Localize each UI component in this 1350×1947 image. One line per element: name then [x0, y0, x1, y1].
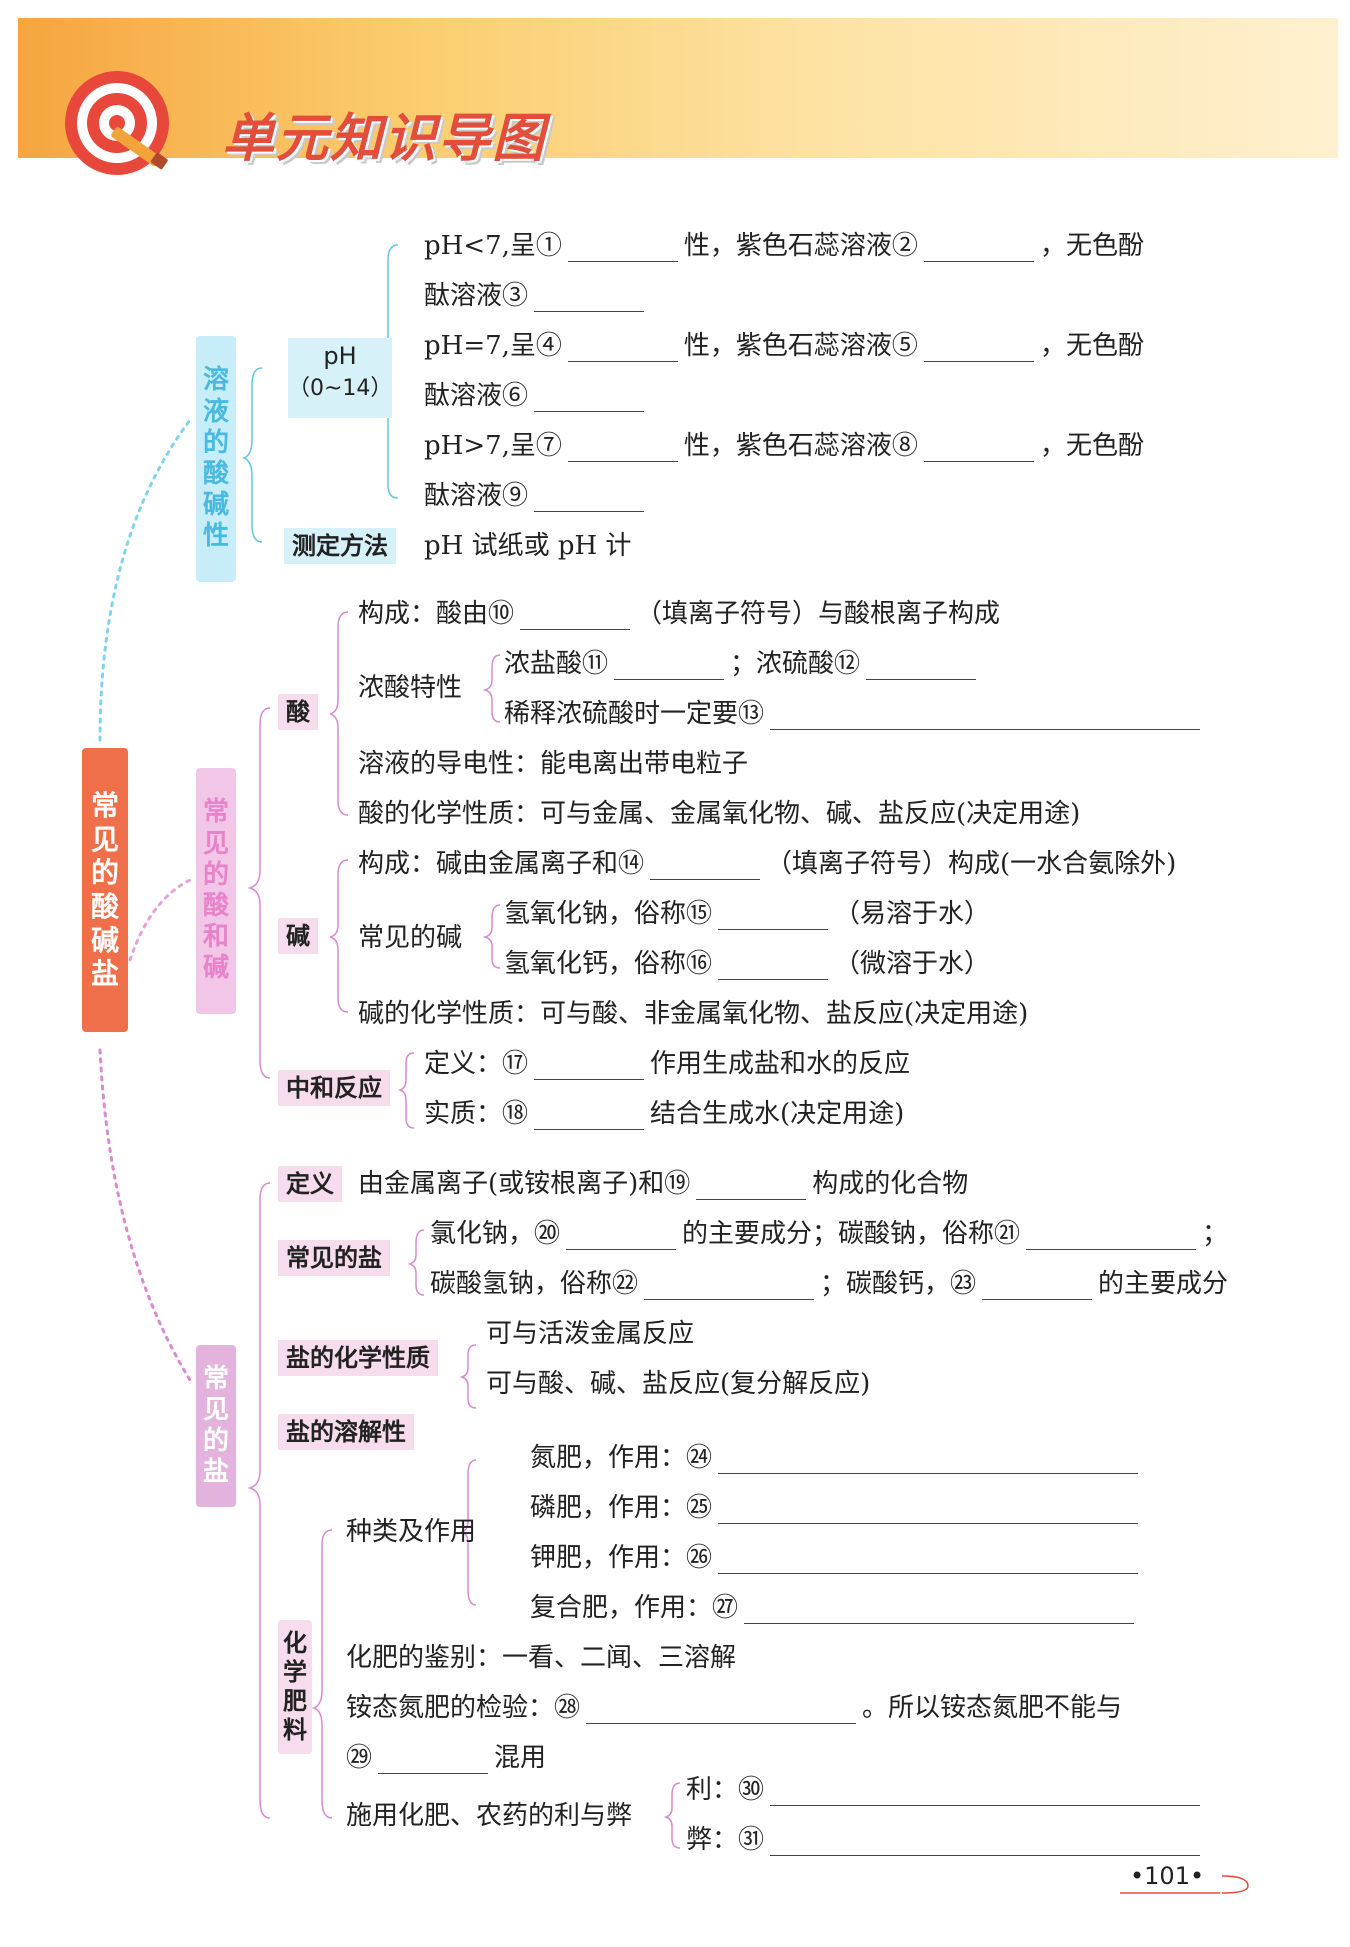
acidity-section-box: 溶液的酸碱性: [196, 336, 236, 582]
acid-label: 酸: [278, 694, 318, 730]
pros-cons-label: 施用化肥、农药的利与弊: [346, 1801, 633, 1831]
ph-label-box: pH （0~14）: [288, 338, 392, 418]
salt-definition-label: 定义: [278, 1166, 342, 1202]
ph-neutral-line2: 酞溶液⑥: [424, 380, 650, 412]
conc-acid-label: 浓酸特性: [358, 673, 463, 703]
base-chemprop: 碱的化学性质：可与酸、非金属氧化物、盐反应(决定用途): [358, 999, 1029, 1029]
fertilizer-types-label: 种类及作用: [346, 1517, 477, 1547]
base-composition: 构成：碱由金属离子和⑭（填离子符号）构成(一水合氨除外): [358, 849, 1177, 880]
neutralization-label: 中和反应: [278, 1070, 390, 1106]
page-title: 单元知识导图: [222, 109, 547, 169]
root-topic-box: 常见的酸碱盐: [82, 748, 128, 1032]
acid-base-section-box: 常见的酸和碱: [196, 768, 236, 1014]
salt-chemprop-label: 盐的化学性质: [278, 1340, 438, 1376]
page-number: •101•: [1130, 1862, 1205, 1890]
salt-section-box: 常见的盐: [196, 1345, 236, 1507]
salt-chemprop-line2: 可与酸、碱、盐反应(复分解反应): [486, 1369, 871, 1399]
salt-chemprop-line1: 可与活泼金属反应: [486, 1319, 695, 1349]
header-banner: [18, 18, 1338, 158]
ph-acid-line2: 酞溶液③: [424, 280, 650, 312]
potash-fertilizer-line: 钾肥，作用：㉖: [530, 1542, 1144, 1574]
method-text: pH 试纸或 pH 计: [424, 531, 632, 561]
fertilizer-box: 化学肥料: [278, 1620, 312, 1754]
target-icon: [65, 71, 169, 175]
salt-solubility-label: 盐的溶解性: [278, 1414, 414, 1450]
common-base-label: 常见的碱: [358, 923, 463, 953]
conc-acid-line2: 稀释浓硫酸时一定要⑬: [504, 698, 1206, 730]
pros-line: 利：㉚: [686, 1774, 1206, 1806]
acid-composition: 构成：酸由⑩（填离子符号）与酸根离子构成: [358, 599, 1001, 630]
common-salt-label: 常见的盐: [278, 1240, 390, 1276]
conc-acid-line1: 浓盐酸⑪；浓硫酸⑫: [504, 648, 982, 680]
method-label: 测定方法: [284, 528, 396, 564]
acid-chemprop: 酸的化学性质：可与金属、金属氧化物、碱、盐反应(决定用途): [358, 799, 1081, 829]
naoh-line: 氢氧化钠，俗称⑮（易溶于水）: [504, 899, 991, 930]
compound-fertilizer-line: 复合肥，作用：㉗: [530, 1592, 1140, 1624]
phosphate-fertilizer-line: 磷肥，作用：㉕: [530, 1492, 1144, 1524]
cons-line: 弊：㉛: [686, 1824, 1206, 1856]
nitrogen-fertilizer-line: 氮肥，作用：㉔: [530, 1442, 1144, 1474]
caoh-line: 氢氧化钙，俗称⑯（微溶于水）: [504, 949, 991, 980]
ammonium-test-line: 铵态氮肥的检验：㉘。所以铵态氮肥不能与: [346, 1693, 1123, 1724]
ph-base-line2: 酞溶液⑨: [424, 480, 650, 512]
base-label: 碱: [278, 918, 318, 954]
acid-conductivity: 溶液的导电性：能电离出带电粒子: [358, 749, 749, 779]
fertilizer-identify: 化肥的鉴别：一看、二闻、三溶解: [346, 1643, 737, 1673]
